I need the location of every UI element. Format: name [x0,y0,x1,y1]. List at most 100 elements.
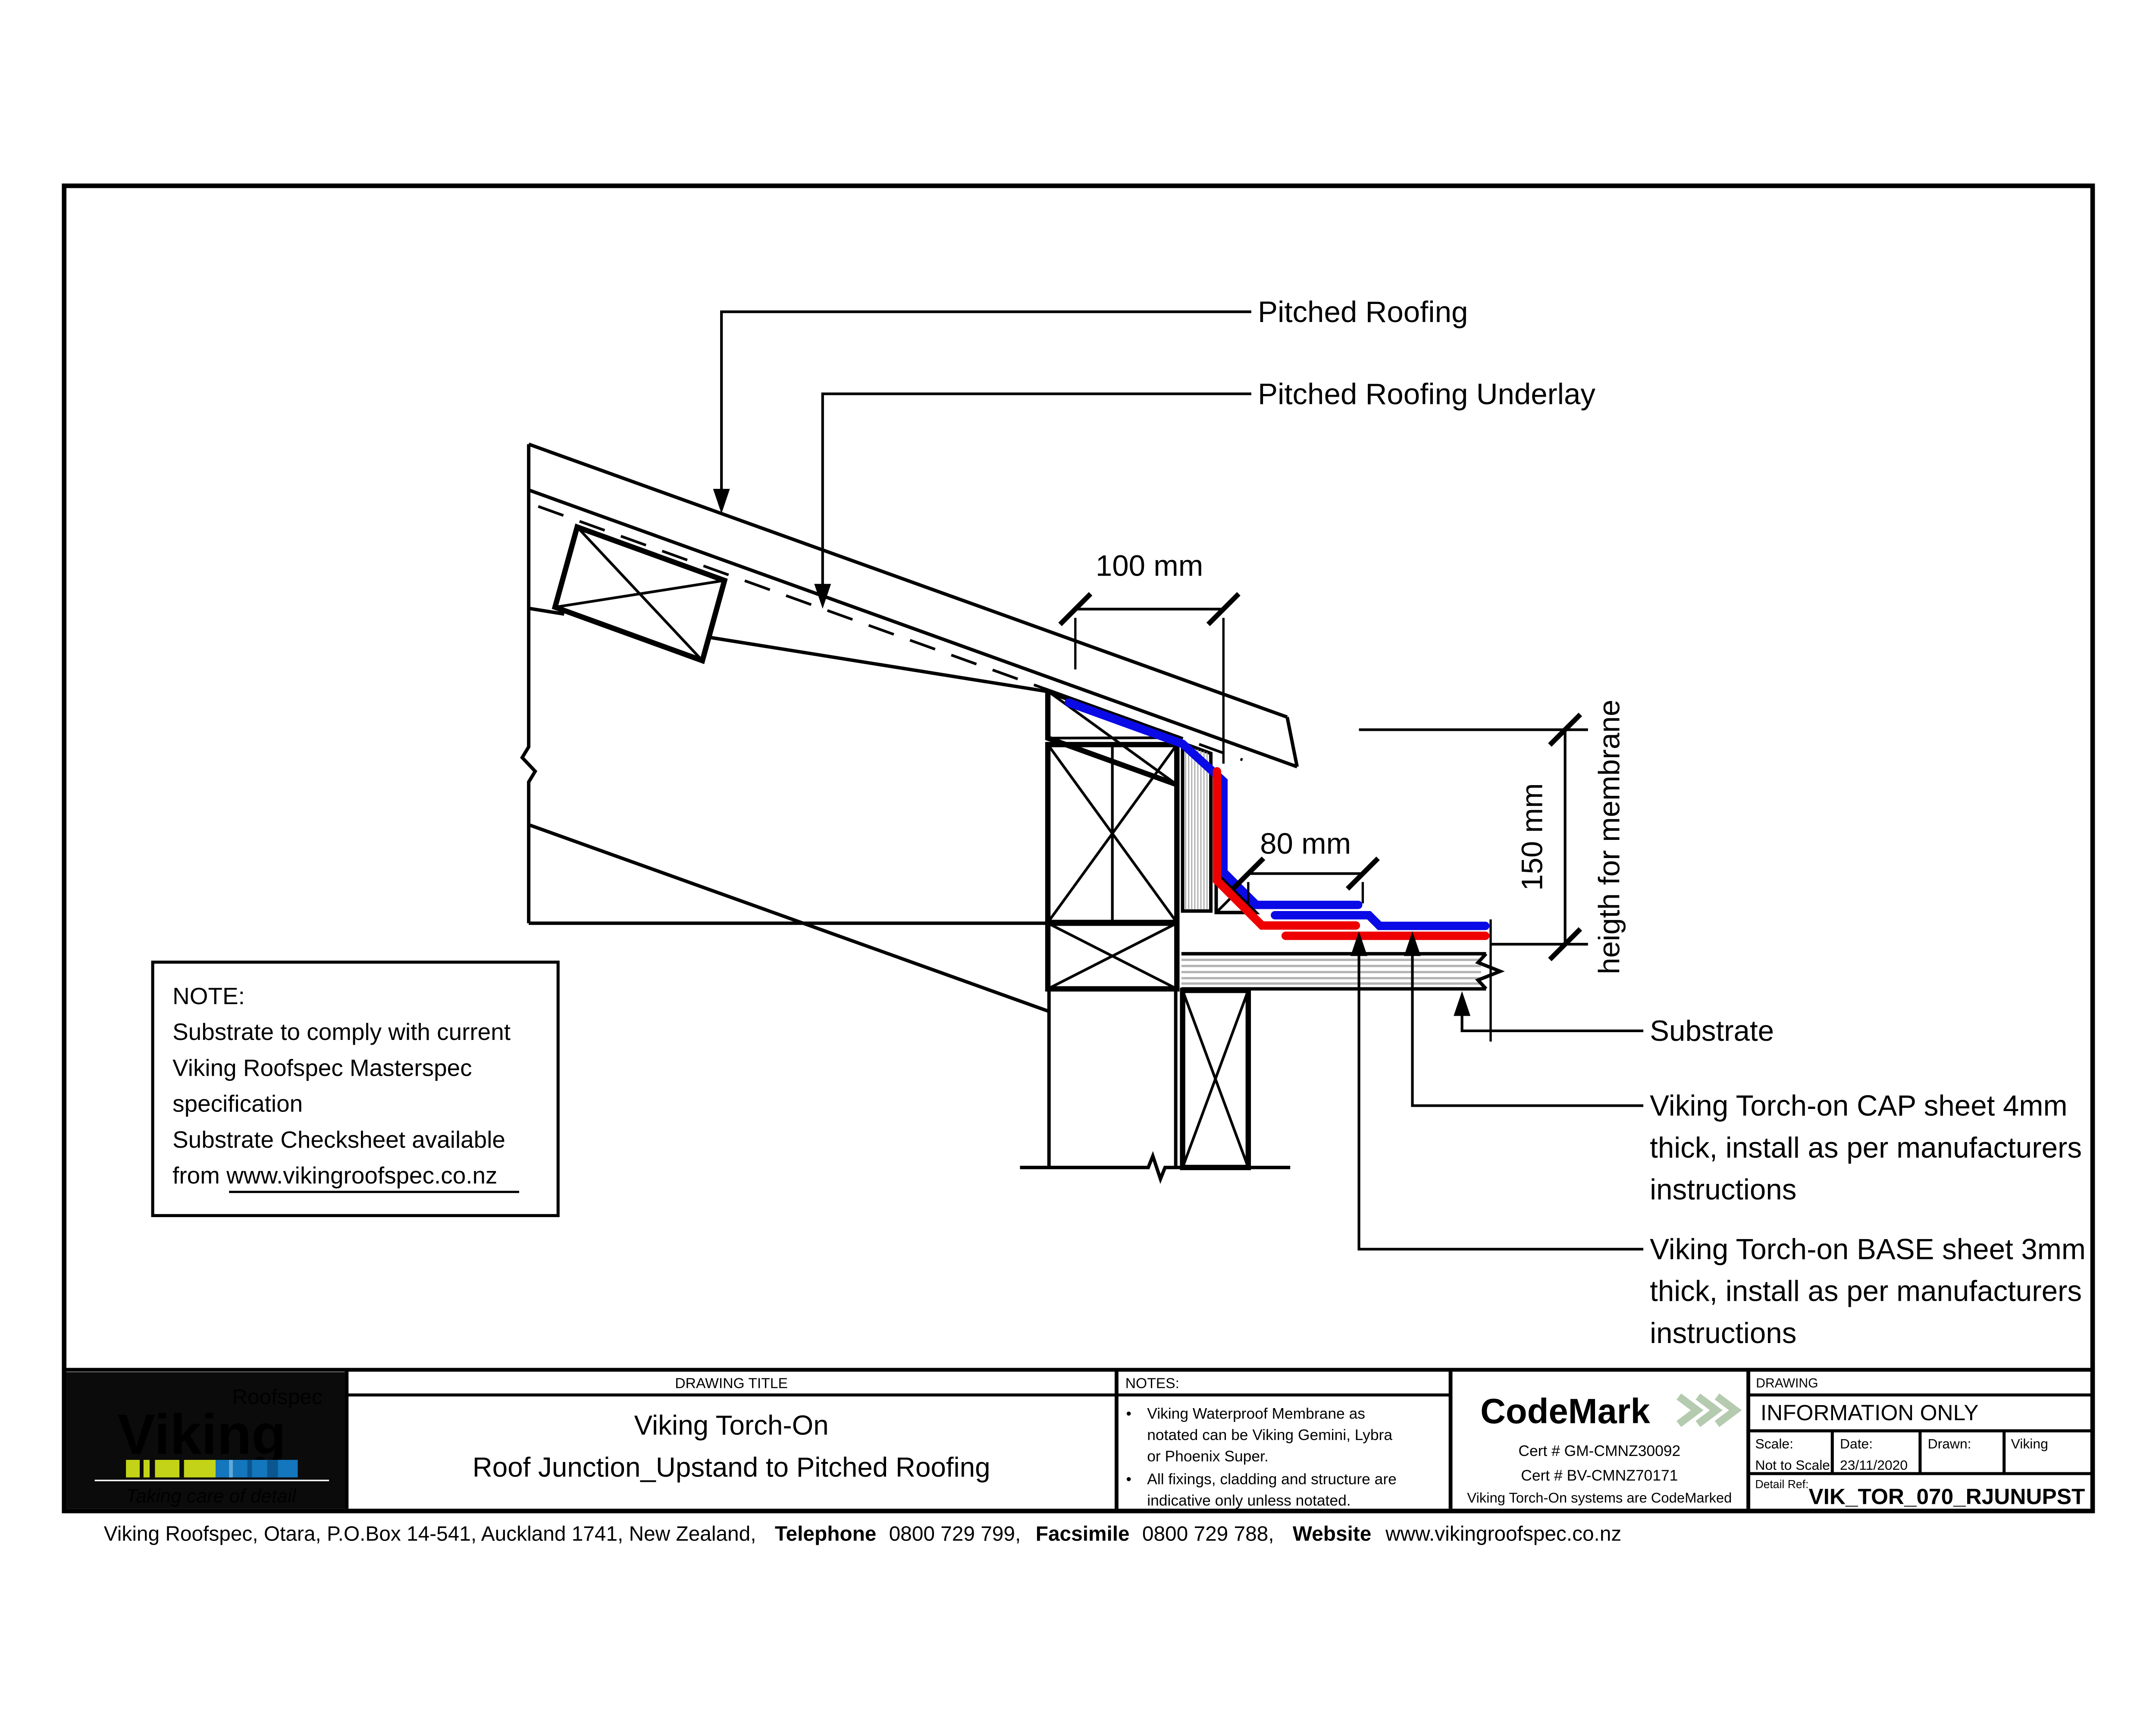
dimension-100mm: 100 mm [1058,549,1241,764]
base-sheet-upstand-line [1213,767,1360,930]
arrow-up-icon [1351,931,1368,956]
pitched-roofing-label: Pitched Roofing [1258,295,1468,329]
note-link-prefix: from [172,1162,226,1189]
note-line3: specification [172,1090,303,1117]
note-line4: Substrate Checksheet available [172,1126,505,1153]
roof-sheet-end-cut [1285,717,1299,767]
detail-ref-label: Detail Ref: [1755,1478,1808,1490]
note-link: www.vikingroofspec.co.nz [226,1162,497,1189]
note-box-border [151,961,560,1217]
bottom-plate-brace-2 [1047,922,1178,990]
left-break-edge [520,444,538,924]
rafter-bottom-line-a [528,607,565,616]
roof-structure [520,442,1299,1013]
notes-item2-line2: indicative only unless notated. [1147,1492,1351,1509]
codemark-chevrons-icon [1677,1393,1742,1427]
note-box: NOTE: Substrate to comply with current V… [151,961,560,1217]
notes-item1-line3: or Phoenix Super. [1147,1448,1268,1465]
dimension-150mm: 150 mm heigth for membrane [1359,700,1626,974]
footer-contact-line: Viking Roofspec, Otara, P.O.Box 14-541, … [104,1523,1622,1546]
note-line1: Substrate to comply with current [172,1018,511,1045]
upstand-wall [1020,687,1291,1184]
dim-100-text: 100 mm [1096,549,1203,582]
membranes [1065,698,1490,940]
substrate-deck [1181,919,1505,1042]
information-only-text: INFORMATION ONLY [1761,1400,1979,1425]
drawing-title-line2: Roof Junction_Upstand to Pitched Roofing [473,1452,990,1483]
footer-facsimile-label: Facsimile [1036,1523,1130,1546]
roof-sheet-top-line [528,442,1288,719]
drawing-title-line1: Viking Torch-On [634,1410,829,1441]
date-label: Date: [1840,1436,1873,1451]
substrate-label: Substrate [1650,1015,1774,1047]
base-sheet-label-line1: Viking Torch-on BASE sheet 3mm [1650,1233,2086,1265]
detail-ref-value: VIK_TOR_070_RJUNUPST [1808,1484,2085,1509]
drawn-value: Viking [2011,1436,2048,1451]
note-line2: Viking Roofspec Masterspec [172,1054,472,1081]
substrate-break-symbol [1475,952,1505,990]
title-block: Roofspec Viking Taking care of detail DR… [64,1368,2093,1509]
codemark-logo-text: CodeMark [1480,1392,1650,1431]
date-value: 23/11/2020 [1840,1457,1908,1473]
logo-background [66,1372,345,1509]
logo-brand-text: Viking [118,1403,286,1466]
base-sheet-label-line3: instructions [1650,1317,1796,1349]
drawing-info-header: DRAWING [1756,1376,1818,1390]
notes-item1-line2: notated can be Viking Gemini, Lybra [1147,1426,1392,1443]
scale-value: Not to Scale [1755,1457,1830,1473]
notes-bullet-1: • [1126,1405,1131,1422]
cap-sheet-field-line [1271,911,1490,930]
dimension-80mm: 80 mm [1231,827,1380,904]
cap-sheet-upstand-line [1065,698,1363,909]
leader-line [821,392,1251,592]
leader-substrate: Substrate [1454,991,1774,1047]
codemark-cert1: Cert # GM-CMNZ30092 [1518,1442,1680,1459]
pitched-roofing-underlay-label: Pitched Roofing Underlay [1258,377,1595,410]
footer-telephone-label: Telephone [775,1523,876,1546]
leader-cap-sheet: Viking Torch-on CAP sheet 4mm thick, ins… [1404,931,2082,1206]
scale-label: Scale: [1755,1436,1793,1451]
dim-80-text: 80 mm [1260,827,1351,860]
leader-line [1411,948,1644,1107]
logo-color-bar [126,1459,298,1478]
blocking-brace-2 [555,579,725,609]
note-line5: from www.vikingroofspec.co.nz [172,1162,497,1189]
arrow-up-icon [1454,991,1471,1016]
base-sheet-label-line2: thick, install as per manufacturers [1650,1275,2082,1308]
roof-sheet-bottom-line [528,488,1298,769]
rafter-bottom-line-b [706,635,1048,693]
note-title: NOTE: [172,983,245,1009]
cap-sheet-label-line1: Viking Torch-on CAP sheet 4mm [1650,1090,2067,1122]
leader-pitched-roofing-underlay: Pitched Roofing Underlay [814,377,1595,609]
logo-subbrand-text: Roofspec [232,1385,322,1409]
upstand-board [1181,740,1213,913]
leader-base-sheet: Viking Torch-on BASE sheet 3mm thick, in… [1351,931,2086,1349]
lower-framing-line [528,823,1049,1013]
substrate-hatch [1181,958,1481,985]
cap-sheet-label-line3: instructions [1650,1174,1796,1206]
drawing-info-cell: DRAWING INFORMATION ONLY Scale: Not to S… [1748,1376,2093,1509]
dim-150-text: 150 mm [1515,783,1548,891]
leader-line [720,310,1251,496]
arrow-down-icon [814,584,831,609]
footer-telephone-value: 0800 729 799, [889,1523,1021,1546]
arrow-down-icon [713,488,730,514]
notes-item1-line1: Viking Waterproof Membrane as [1147,1405,1365,1422]
codemark-cert2: Cert # BV-CMNZ70171 [1521,1467,1678,1484]
leader-line [1460,1007,1644,1033]
dim-150-note-text: heigth for membrane [1592,700,1626,974]
footer-website-label: Website [1293,1523,1371,1546]
notes-item2-line1: All fixings, cladding and structure are [1147,1471,1397,1488]
footer-address: Viking Roofspec, Otara, P.O.Box 14-541, … [104,1523,756,1546]
notes-bullet-2: • [1126,1471,1131,1488]
viking-logo: Roofspec Viking Taking care of detail [66,1372,345,1509]
arrow-up-icon [1404,931,1421,956]
upstand-board-hatch [1185,745,1208,910]
footer-facsimile-value: 0800 729 788, [1142,1523,1274,1546]
leader-line [1357,948,1644,1251]
drawing-title-header: DRAWING TITLE [675,1376,788,1392]
footer-website-value: www.vikingroofspec.co.nz [1385,1523,1621,1546]
rafter-blocking [552,523,728,664]
drawn-label: Drawn: [1928,1436,1971,1451]
